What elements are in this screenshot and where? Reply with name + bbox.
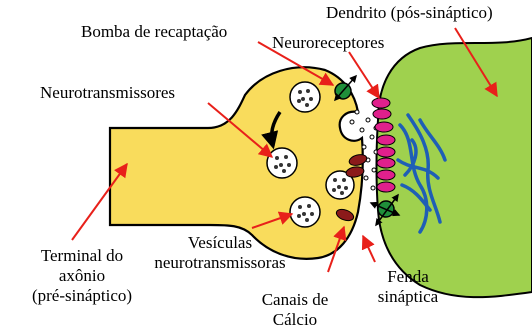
label-calcium-channels-line: Canais de bbox=[240, 290, 350, 310]
neuroreceptor bbox=[377, 135, 395, 145]
label-reuptake-pump: Bomba de recaptação bbox=[81, 22, 227, 42]
dendrite-body bbox=[377, 38, 532, 297]
label-calcium-channels-line: Cálcio bbox=[240, 310, 350, 330]
pointer-neuroreceptors bbox=[349, 52, 379, 98]
label-vesicles: Vesículas neurotransmissoras bbox=[125, 233, 315, 273]
label-axon-terminal-line: (pré-sináptico) bbox=[4, 286, 160, 306]
label-neuroreceptors: Neuroreceptores bbox=[272, 33, 384, 53]
label-vesicles-line: neurotransmissoras bbox=[125, 253, 315, 273]
label-dendrite: Dendrito (pós-sináptico) bbox=[326, 3, 493, 23]
label-neurotransmitters: Neurotransmissores bbox=[40, 83, 175, 103]
neuroreceptor bbox=[377, 170, 395, 180]
vesicle bbox=[290, 197, 320, 227]
neuroreceptor bbox=[375, 122, 393, 132]
neuroreceptor bbox=[373, 109, 391, 119]
neuroreceptor bbox=[377, 182, 395, 192]
label-synaptic-cleft: Fenda sináptica bbox=[362, 267, 454, 307]
vesicle bbox=[267, 148, 297, 178]
label-vesicles-line: Vesículas bbox=[125, 233, 315, 253]
neuroreceptor bbox=[377, 158, 395, 168]
label-synaptic-cleft-line: Fenda bbox=[362, 267, 454, 287]
vesicle bbox=[290, 82, 320, 112]
label-synaptic-cleft-line: sináptica bbox=[362, 287, 454, 307]
label-calcium-channels: Canais de Cálcio bbox=[240, 290, 350, 330]
neuroreceptor bbox=[372, 98, 390, 108]
pointer-synaptic-cleft bbox=[363, 236, 375, 262]
neuroreceptor bbox=[377, 147, 395, 157]
